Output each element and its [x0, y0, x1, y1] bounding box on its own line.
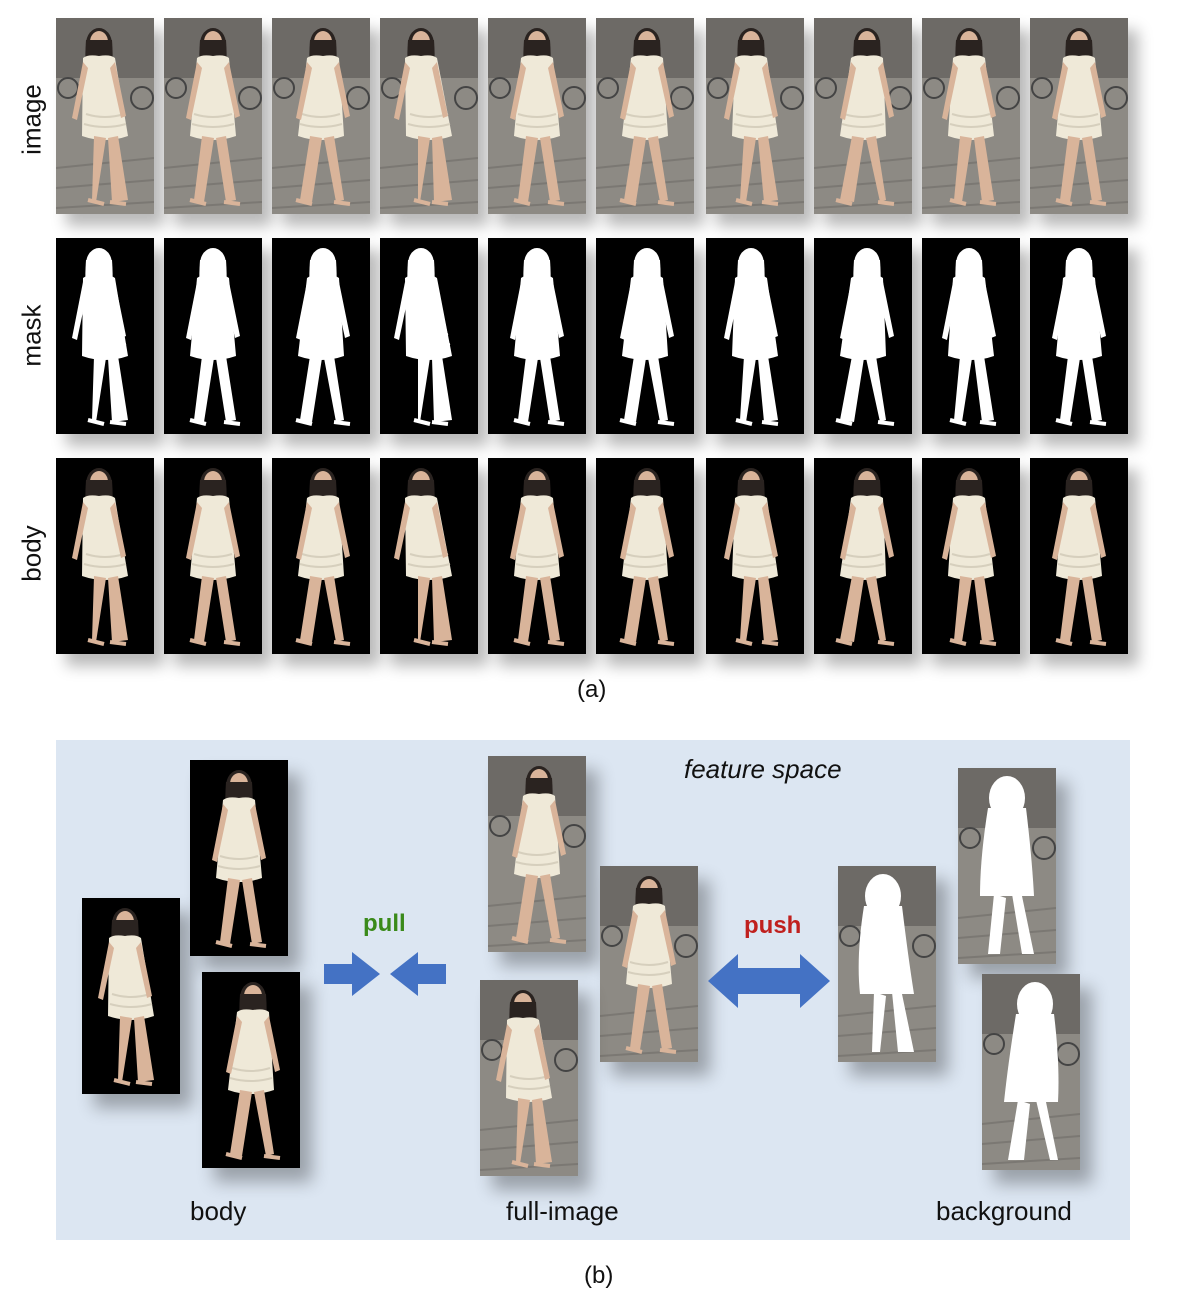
- background-sample: [838, 866, 936, 1062]
- body-tile: [814, 458, 912, 654]
- body-tile: [488, 458, 586, 654]
- full-image-sample: [480, 980, 578, 1176]
- row-label-image: image: [16, 84, 47, 155]
- body-sample: [190, 760, 288, 956]
- full-image-sample: [600, 866, 698, 1062]
- body-sample: [202, 972, 300, 1168]
- mask-tile: [380, 238, 478, 434]
- mask-tile: [922, 238, 1020, 434]
- label-full-image: full-image: [506, 1196, 619, 1226]
- push-arrow-icon: [708, 954, 830, 1008]
- background-sample: [982, 974, 1080, 1170]
- body-tile: [596, 458, 694, 654]
- image-tile: [164, 18, 262, 214]
- feature-space-title: feature space: [684, 754, 842, 784]
- mask-tile: [1030, 238, 1128, 434]
- image-tile: [56, 18, 154, 214]
- mask-tile: [814, 238, 912, 434]
- mask-tile: [272, 238, 370, 434]
- image-tile: [1030, 18, 1128, 214]
- background-sample: [958, 768, 1056, 964]
- body-tile: [380, 458, 478, 654]
- caption-a: (a): [577, 676, 607, 703]
- pull-arrow-left-icon: [390, 952, 446, 996]
- image-tile: [596, 18, 694, 214]
- image-tile: [488, 18, 586, 214]
- row-label-mask: mask: [16, 304, 47, 367]
- push-label: push: [744, 912, 802, 939]
- image-tile: [814, 18, 912, 214]
- pull-label: pull: [363, 910, 406, 937]
- caption-b: (b): [584, 1262, 614, 1289]
- label-background: background: [936, 1196, 1072, 1226]
- image-tile: [922, 18, 1020, 214]
- body-sample: [82, 898, 180, 1094]
- mask-tile: [596, 238, 694, 434]
- row-label-body: body: [16, 525, 47, 582]
- full-image-sample: [488, 756, 586, 952]
- body-tile: [1030, 458, 1128, 654]
- body-tile: [164, 458, 262, 654]
- mask-tile: [56, 238, 154, 434]
- mask-tile: [706, 238, 804, 434]
- pull-arrow-right-icon: [324, 952, 380, 996]
- image-tile: [706, 18, 804, 214]
- image-tile: [380, 18, 478, 214]
- body-tile: [922, 458, 1020, 654]
- pull-arrows: [324, 952, 446, 996]
- body-tile: [272, 458, 370, 654]
- image-tile: [272, 18, 370, 214]
- mask-tile: [164, 238, 262, 434]
- label-body: body: [190, 1196, 247, 1226]
- body-tile: [706, 458, 804, 654]
- mask-tile: [488, 238, 586, 434]
- body-tile: [56, 458, 154, 654]
